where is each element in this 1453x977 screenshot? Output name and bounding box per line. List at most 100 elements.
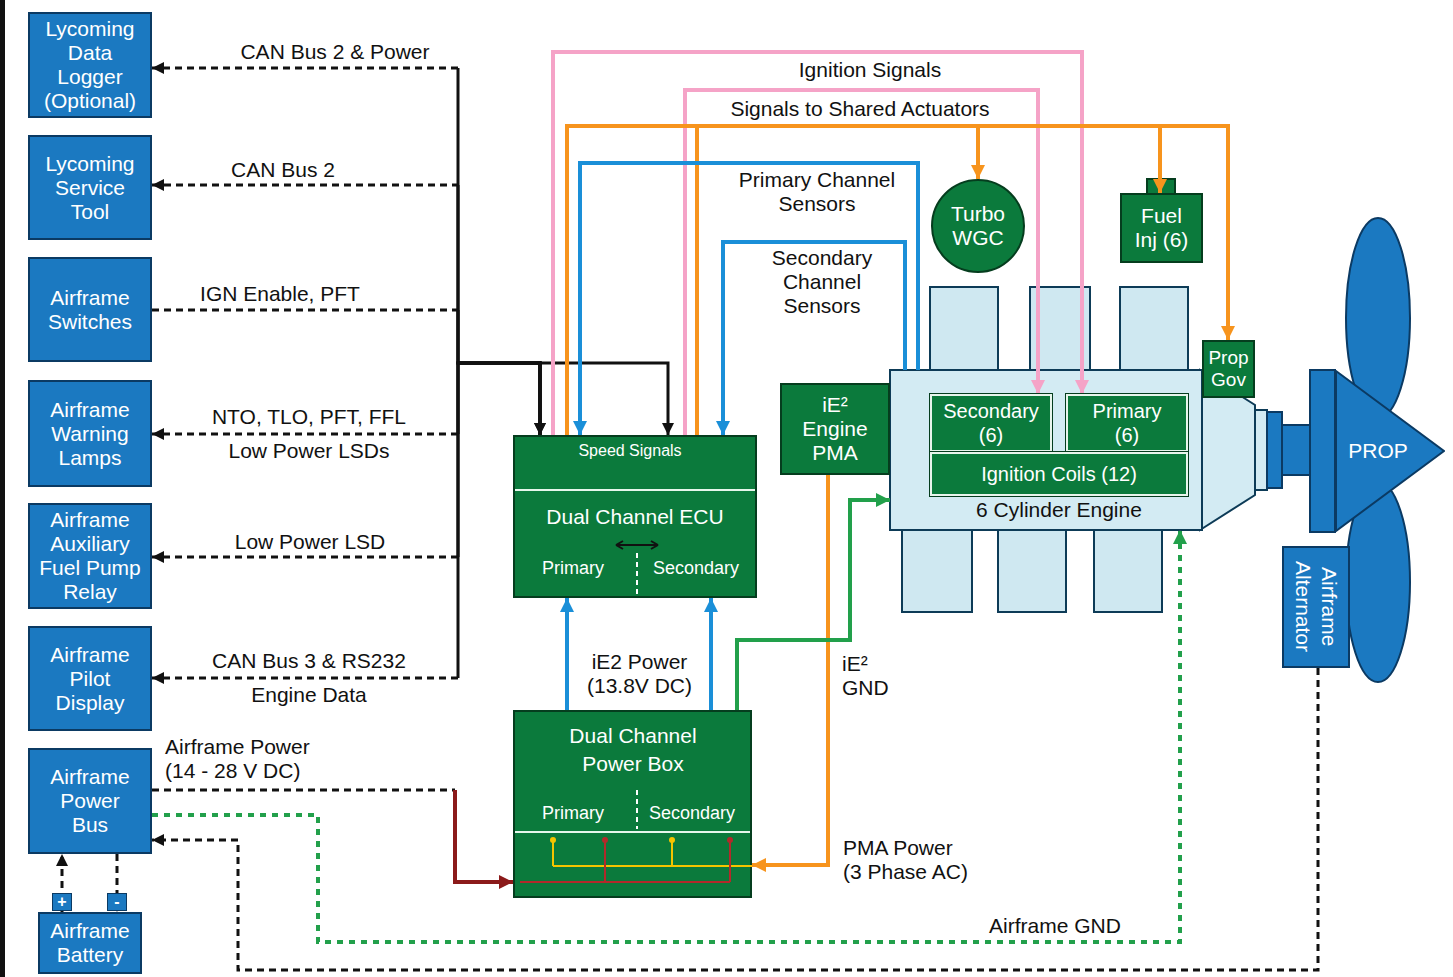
signal-connector <box>711 598 712 710</box>
signal-connector <box>152 790 513 882</box>
node-label: Airframe Switches <box>38 286 142 334</box>
signal-label: CAN Bus 2 <box>203 158 363 182</box>
node-label: Secondary <box>641 557 751 579</box>
cylinder <box>1120 287 1188 370</box>
signal-label: CAN Bus 2 & Power <box>205 40 465 64</box>
page-edge-bar <box>0 0 5 977</box>
connector-path <box>152 184 458 187</box>
connector-path <box>152 556 458 559</box>
external-device-box: Lycoming Service Tool <box>28 135 152 240</box>
signal-label: IGN Enable, PFT <box>170 282 390 306</box>
alternator-box: Airframe Alternator <box>1282 546 1350 668</box>
signal-connector <box>567 598 568 710</box>
node-label: Airframe Warning Lamps <box>38 398 142 470</box>
external-device-box: Airframe Switches <box>28 257 152 362</box>
node-label: Airframe Power Bus <box>42 765 138 837</box>
signal-connector <box>152 668 1318 970</box>
connectors <box>62 52 1318 970</box>
node-label: Airframe Auxiliary Fuel Pump Relay <box>34 508 146 604</box>
signal-label: Primary Channel Sensors <box>732 168 902 216</box>
signal-connector <box>152 363 540 678</box>
ignition-channel-box: Secondary (6) <box>930 394 1052 452</box>
illustration <box>0 0 1410 977</box>
pma-box: iE² Engine PMA <box>780 383 890 475</box>
propeller-cone: PROP <box>1335 370 1445 532</box>
wastegate-circle: Turbo WGC <box>931 179 1025 273</box>
connector-path <box>458 185 540 435</box>
signal-label: Airframe GND <box>960 914 1150 938</box>
signal-label: Airframe Power (14 - 28 V DC) <box>165 735 330 783</box>
external-device-box: Airframe Auxiliary Fuel Pump Relay <box>28 503 152 609</box>
connector-path <box>458 68 540 435</box>
external-device-box: Airframe Pilot Display <box>28 626 152 731</box>
prop-plate <box>1310 370 1335 532</box>
ignition-channel-box: Primary (6) <box>1066 394 1188 452</box>
node-label: Primary <box>523 557 623 579</box>
connector-path <box>152 309 458 312</box>
signal-label: iE2 Power (13.8V DC) <box>577 650 702 698</box>
terminal-label: - <box>107 893 127 911</box>
node-label: Lycoming Data Logger (Optional) <box>38 17 142 113</box>
connector-path <box>565 598 569 710</box>
engine-block: 6 Cylinder Engine Secondary (6) Primary (6… <box>890 370 1200 530</box>
node-label: Lycoming Service Tool <box>38 152 142 224</box>
node-label: Turbo WGC <box>945 202 1011 250</box>
cone-outline <box>1336 371 1444 531</box>
connector-path <box>553 52 1082 435</box>
node-label: Airframe Pilot Display <box>38 643 142 715</box>
node-label: Prop Gov <box>1204 347 1253 391</box>
node-label: 6 Cylinder Engine <box>930 498 1188 522</box>
signal-label: iE² GND <box>842 652 894 700</box>
external-device-box: Airframe Warning Lamps <box>28 380 152 487</box>
node-label: Primary <box>523 802 623 824</box>
cylinder <box>1094 530 1162 612</box>
signal-label: Signals to Shared Actuators <box>700 97 1020 121</box>
node-label: Ignition Coils (12) <box>981 462 1137 486</box>
node-label: Secondary <box>637 802 747 824</box>
node-label: Secondary (6) <box>936 399 1046 447</box>
signal-connector <box>152 68 540 435</box>
signal-label: Ignition Signals <box>770 58 970 82</box>
signal-connector <box>152 363 540 557</box>
signal-label: Secondary Channel Sensors <box>762 246 882 318</box>
bus-branch-wire <box>540 363 668 435</box>
node-label: iE² Engine PMA <box>790 393 880 465</box>
connector-path <box>152 433 458 436</box>
external-device-box: Lycoming Data Logger (Optional) <box>28 12 152 118</box>
prop-flange <box>1267 412 1282 488</box>
node-label: Primary (6) <box>1082 399 1172 447</box>
connector-path <box>152 67 458 70</box>
ignition-coils-box: Ignition Coils (12) <box>930 452 1188 496</box>
connector-path <box>458 310 540 435</box>
signal-connector <box>752 475 828 865</box>
prop-hub <box>1282 425 1310 475</box>
node-label: Fuel Inj (6) <box>1130 204 1194 252</box>
connector-path <box>567 126 978 435</box>
signal-label: CAN Bus 3 & RS232 Engine Data <box>195 644 423 712</box>
power-box: Dual Channel Power BoxPrimary Secondary <box>513 710 752 898</box>
signal-connector <box>553 52 1082 435</box>
signal-connector <box>152 185 540 435</box>
signal-label: PMA Power (3 Phase AC) <box>843 836 974 884</box>
connector-path <box>152 789 455 792</box>
node-label: Dual Channel ECU <box>515 505 755 529</box>
power-bus-box: Airframe Power Bus <box>28 748 152 854</box>
cylinder <box>930 287 998 370</box>
signal-connector <box>567 126 978 435</box>
signal-label: NTO, TLO, PFT, FFL Low Power LSDs <box>195 400 423 468</box>
node-label: Dual Channel Power Box <box>558 722 708 778</box>
signal-connector <box>567 126 1228 435</box>
node-label: Speed Signals <box>575 441 685 460</box>
connector-path <box>152 677 458 680</box>
connector-path <box>567 126 1228 435</box>
connector-path <box>709 598 713 710</box>
secondary-actuator-wire <box>695 126 699 435</box>
cylinder <box>998 530 1066 612</box>
node-label: Airframe Alternator <box>1290 548 1342 666</box>
terminal-label: + <box>52 893 72 911</box>
signal-label: Low Power LSD <box>210 530 410 554</box>
prop-shaft <box>1255 410 1267 490</box>
node-label: Airframe Battery <box>42 919 138 967</box>
injector-box: Fuel Inj (6) <box>1120 193 1203 263</box>
